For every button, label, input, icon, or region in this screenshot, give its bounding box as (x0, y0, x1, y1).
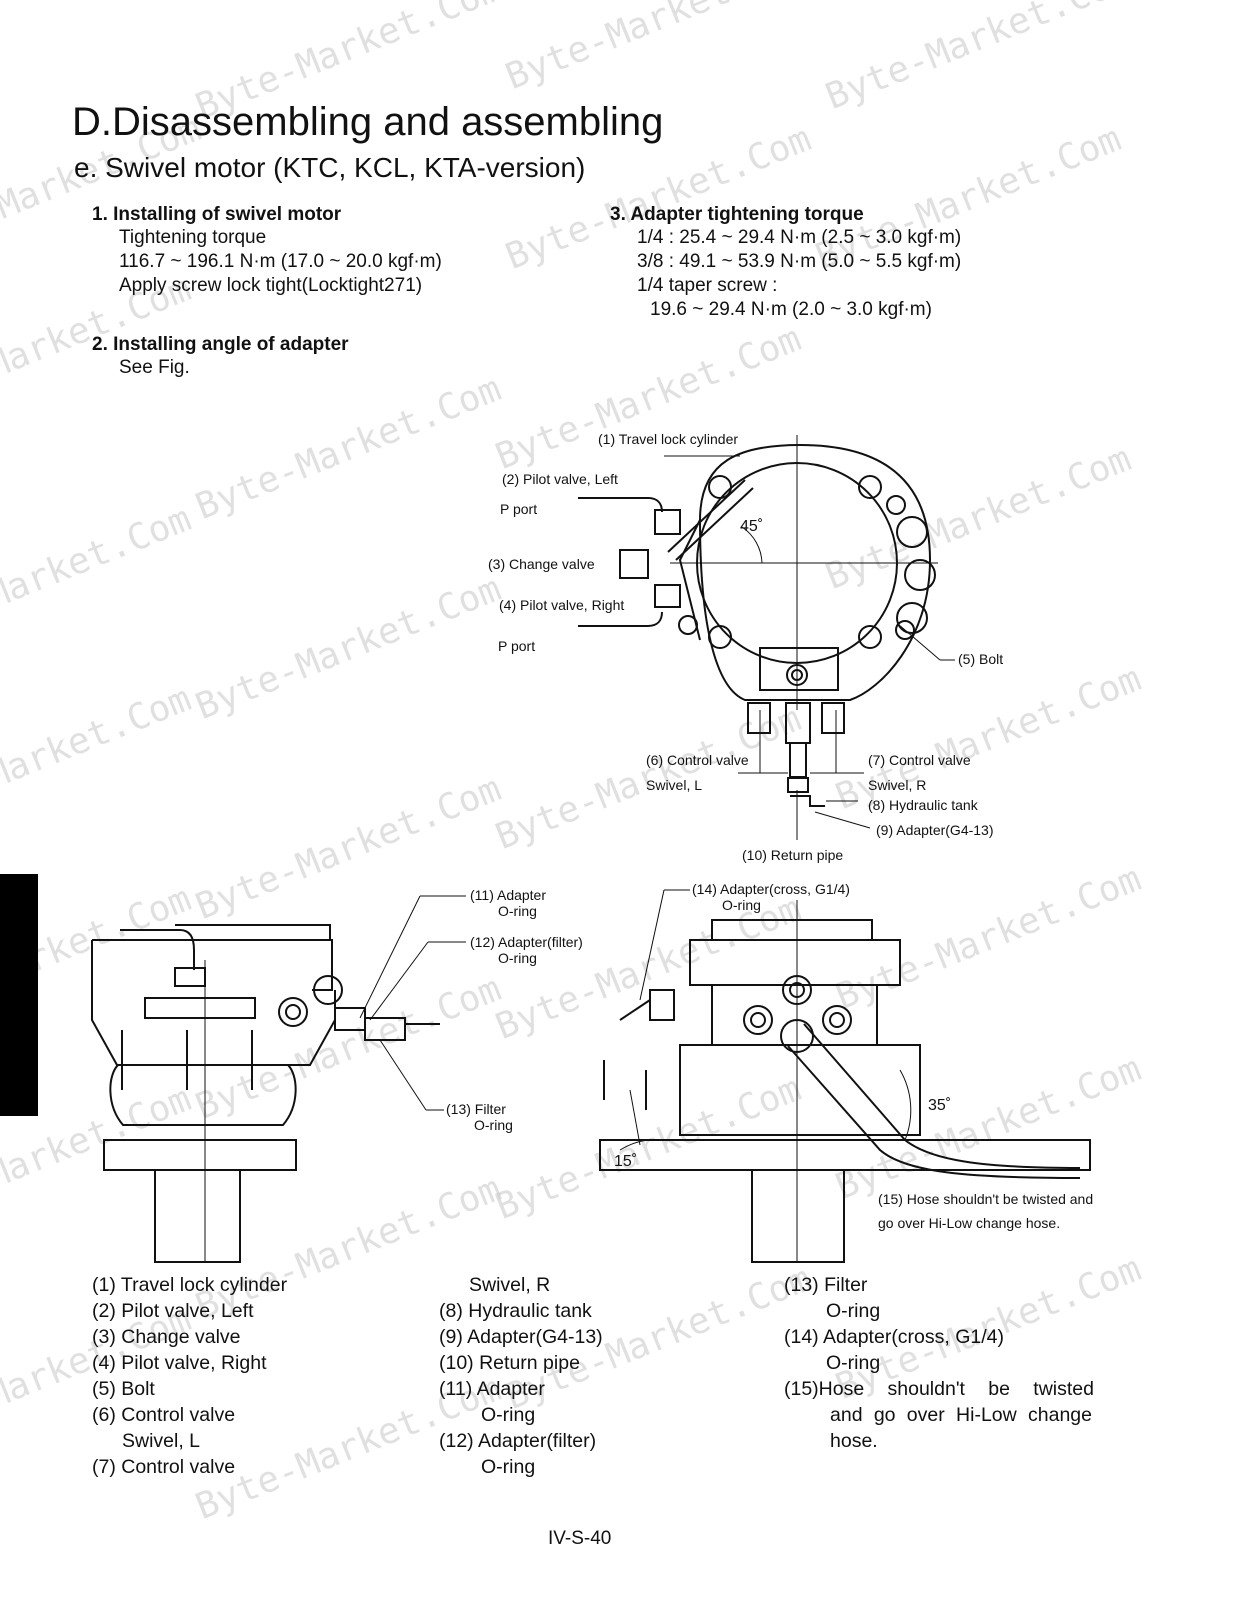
label-control-valve-r: (7) Control valve (868, 752, 971, 768)
section-line: See Fig. (119, 357, 190, 378)
legend-item: (10) Return pipe (439, 1352, 580, 1374)
label-oring-12: O-ring (498, 950, 537, 966)
legend-column-1: (1) Travel lock cylinder (2) Pilot valve… (92, 1272, 287, 1480)
label-hose-15-a: (15) Hose shouldn't be twisted and (878, 1191, 1093, 1207)
legend-column-3: (13) Filter O-ring (14) Adapter(cross, G… (784, 1272, 1094, 1402)
label-adapter-g4: (9) Adapter(G4-13) (876, 822, 994, 838)
legend-item: (13) Filter (784, 1274, 868, 1296)
label-oring-13: O-ring (474, 1117, 513, 1133)
legend-item-note-head: (15)Hose shouldn't be twisted (784, 1378, 1094, 1400)
section-installing-angle: 2. Installing angle of adapter See Fig. (92, 334, 349, 380)
label-angle-45: 45˚ (740, 518, 763, 535)
label-oring-11: O-ring (498, 903, 537, 919)
legend-item: (5) Bolt (92, 1378, 155, 1400)
label-control-valve-l: (6) Control valve (646, 752, 749, 768)
label-swivel-l: Swivel, L (646, 777, 702, 793)
label-change-valve: (3) Change valve (488, 556, 595, 572)
swivel-motor-top-view-drawing: (1) Travel lock cylinder (2) Pilot valve… (488, 431, 1003, 863)
page-title: D.Disassembling and assembling (72, 100, 664, 144)
legend-item: (1) Travel lock cylinder (92, 1274, 288, 1296)
legend-item: (12) Adapter(filter) (439, 1430, 597, 1452)
section-line: Tightening torque (119, 227, 267, 248)
section-adapter-torque: 3. Adapter tightening torque 1/4 : 25.4 … (610, 204, 961, 322)
legend-item-note-body: and go over Hi-Low change hose. (830, 1404, 1092, 1452)
label-return-pipe: (10) Return pipe (742, 847, 843, 863)
label-filter-13: (13) Filter (446, 1101, 506, 1117)
legend-item: O-ring (481, 1456, 536, 1478)
legend-item: O-ring (826, 1352, 881, 1374)
legend-column-2: Swivel, R (8) Hydraulic tank (9) Adapter… (439, 1272, 603, 1480)
label-hose-15-b: go over Hi-Low change hose. (878, 1215, 1060, 1231)
label-p-port: P port (498, 638, 535, 654)
label-oring-14: O-ring (722, 897, 761, 913)
legend-item: (2) Pilot valve, Left (92, 1300, 254, 1322)
section-tab-marker (0, 874, 38, 1116)
section-line: 116.7 ~ 196.1 N·m (17.0 ~ 20.0 kgf·m) (119, 251, 442, 272)
label-swivel-r: Swivel, R (868, 777, 926, 793)
label-travel-lock: (1) Travel lock cylinder (598, 431, 738, 447)
section-line: 1/4 taper screw : (637, 275, 778, 296)
legend-item: (6) Control valve (92, 1404, 236, 1426)
label-pilot-left: (2) Pilot valve, Left (502, 471, 618, 487)
legend-item: O-ring (826, 1300, 881, 1322)
label-angle-15: 15˚ (614, 1153, 637, 1170)
legend-item: (4) Pilot valve, Right (92, 1352, 267, 1374)
legend-item: O-ring (481, 1404, 536, 1426)
label-pilot-right: (4) Pilot valve, Right (499, 597, 624, 613)
legend-item: Swivel, L (122, 1430, 201, 1452)
legend-item: (7) Control valve (92, 1456, 236, 1478)
label-p-port: P port (500, 501, 537, 517)
legend-item: (8) Hydraulic tank (439, 1300, 592, 1322)
legend-item: (11) Adapter (439, 1378, 545, 1400)
label-bolt: (5) Bolt (958, 651, 1003, 667)
label-angle-35: 35˚ (928, 1097, 951, 1114)
label-adapter-12: (12) Adapter(filter) (470, 934, 583, 950)
label-adapter-14: (14) Adapter(cross, G1/4) (692, 881, 850, 897)
legend-item: (9) Adapter(G4-13) (439, 1326, 603, 1348)
section-line: 19.6 ~ 29.4 N·m (2.0 ~ 3.0 kgf·m) (650, 299, 932, 320)
legend-item: (3) Change valve (92, 1326, 241, 1348)
page-number: IV-S-40 (548, 1528, 612, 1549)
section-installing-swivel-motor: 1. Installing of swivel motor Tightening… (92, 204, 442, 298)
section-title: 2. Installing angle of adapter (92, 334, 349, 355)
section-title: 3. Adapter tightening torque (610, 204, 864, 225)
label-adapter-11: (11) Adapter (470, 887, 546, 903)
swivel-motor-side-views-drawing: (11) Adapter O-ring (12) Adapter(filter)… (91, 881, 1093, 1263)
section-title: 1. Installing of swivel motor (92, 204, 342, 225)
page-subtitle: e. Swivel motor (KTC, KCL, KTA-version) (74, 152, 586, 183)
legend-item: Swivel, R (469, 1274, 551, 1296)
section-line: 3/8 : 49.1 ~ 53.9 N·m (5.0 ~ 5.5 kgf·m) (637, 251, 962, 272)
section-line: Apply screw lock tight(Locktight271) (119, 275, 423, 296)
legend-item: (14) Adapter(cross, G1/4) (784, 1326, 1005, 1348)
section-line: 1/4 : 25.4 ~ 29.4 N·m (2.5 ~ 3.0 kgf·m) (637, 227, 962, 248)
label-hydraulic-tank: (8) Hydraulic tank (868, 797, 979, 813)
